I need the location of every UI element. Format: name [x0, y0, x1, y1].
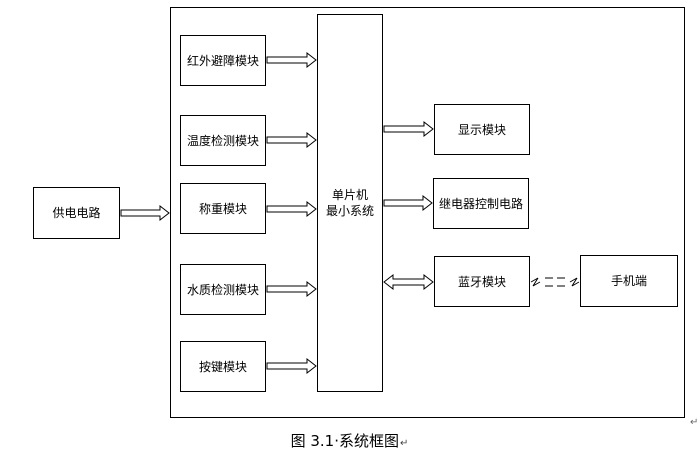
infrared-obstacle-label: 红外避障模块	[186, 53, 259, 68]
weighing-block: 称重模块	[180, 183, 266, 234]
mcu-label-line1: 单片机	[331, 188, 368, 202]
arrow-power-to-system	[120, 204, 170, 222]
figure-caption-text: 图 3.1·系统框图	[290, 432, 399, 450]
keypad-label: 按键模块	[198, 359, 247, 374]
arrow-group	[120, 51, 434, 375]
phone-block: 手机端	[580, 255, 678, 307]
bluetooth-block: 蓝牙模块	[434, 256, 530, 307]
water-quality-block: 水质检测模块	[180, 264, 266, 315]
keypad-block: 按键模块	[180, 341, 266, 392]
bluetooth-label: 蓝牙模块	[457, 274, 506, 289]
temperature-label: 温度检测模块	[186, 133, 259, 148]
system-frame	[170, 7, 685, 418]
display-block: 显示模块	[434, 104, 530, 155]
arrow-weight-to-mcu	[266, 200, 317, 218]
water-quality-label: 水质检测模块	[186, 282, 259, 297]
relay-control-block: 继电器控制电路	[433, 178, 529, 229]
weighing-label: 称重模块	[198, 201, 247, 216]
power-supply-label: 供电电路	[52, 206, 101, 220]
figure-caption: 图 3.1·系统框图↵	[0, 431, 699, 454]
mcu-block: 单片机 最小系统	[317, 14, 383, 392]
wireless-link	[530, 277, 580, 287]
arrow-keys-to-mcu	[266, 357, 317, 375]
phone-label: 手机端	[610, 274, 647, 288]
edge-paragraph-mark: ↵	[690, 417, 699, 428]
temperature-block: 温度检测模块	[180, 115, 266, 166]
power-supply-block: 供电电路	[33, 187, 120, 239]
relay-control-label: 继电器控制电路	[438, 196, 523, 211]
arrow-mcu-bluetooth	[383, 273, 434, 291]
mcu-label-line2: 最小系统	[325, 204, 374, 218]
paragraph-mark: ↵	[400, 438, 409, 449]
infrared-obstacle-block: 红外避障模块	[180, 35, 266, 86]
display-label: 显示模块	[457, 122, 506, 137]
arrow-water-to-mcu	[266, 280, 317, 298]
arrow-temp-to-mcu	[266, 131, 317, 149]
arrow-ir-to-mcu	[266, 51, 317, 69]
arrow-mcu-to-display	[383, 120, 434, 138]
arrow-mcu-to-relay	[383, 194, 433, 212]
